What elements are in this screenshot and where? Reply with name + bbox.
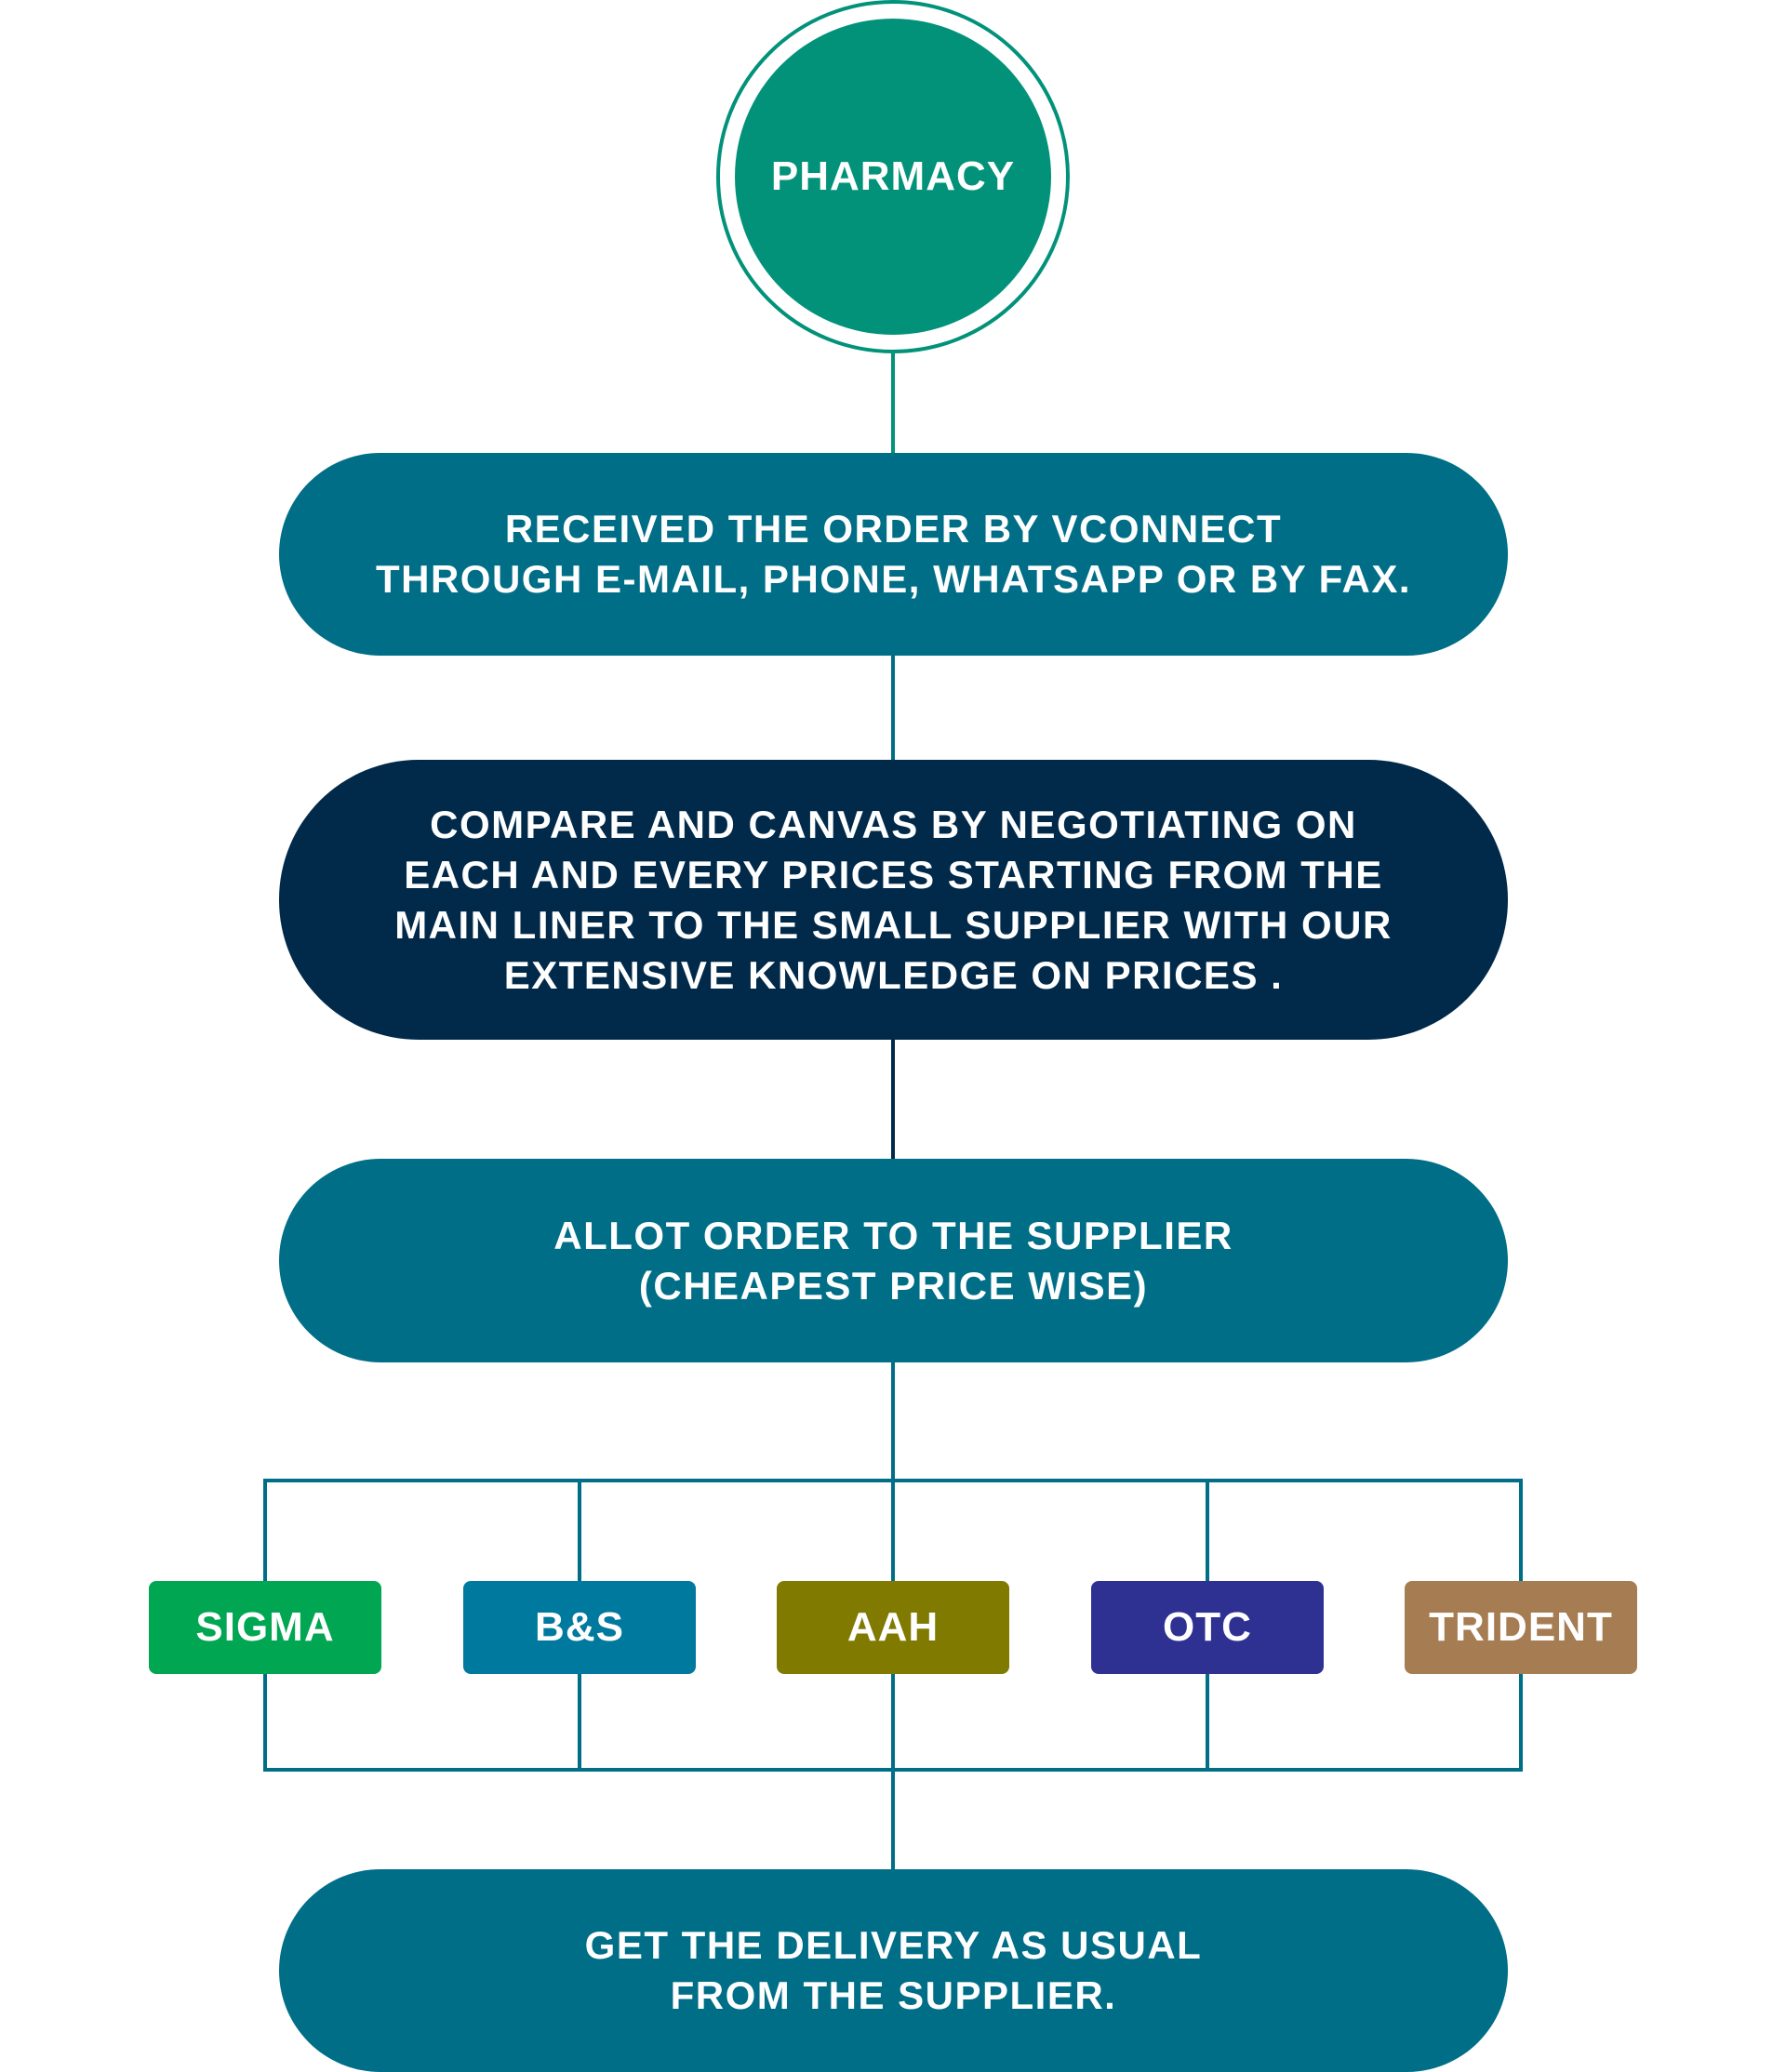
step-compare-canvas-text: COMPARE AND CANVAS BY NEGOTIATING ON EAC… [394, 802, 1393, 997]
supplier-trident-label: TRIDENT [1429, 1604, 1613, 1650]
step-receive-order: RECEIVED THE ORDER BY VCONNECT THROUGH E… [279, 453, 1508, 656]
supplier-aah-label: AAH [846, 1604, 940, 1650]
step-get-delivery-text: GET THE DELIVERY AS USUAL FROM THE SUPPL… [584, 1923, 1203, 2017]
step-allot-order: ALLOT ORDER TO THE SUPPLIER (CHEAPEST PR… [279, 1159, 1508, 1362]
supplier-sigma-label: SIGMA [195, 1604, 335, 1650]
supplier-bs-label: B&S [535, 1604, 624, 1650]
supplier-aah: AAH [777, 1581, 1009, 1674]
step-allot-order-text: ALLOT ORDER TO THE SUPPLIER (CHEAPEST PR… [553, 1213, 1233, 1308]
step-compare-canvas: COMPARE AND CANVAS BY NEGOTIATING ON EAC… [279, 760, 1508, 1040]
supplier-otc-label: OTC [1163, 1604, 1252, 1650]
pharmacy-label: PHARMACY [770, 153, 1016, 199]
step-receive-order-text: RECEIVED THE ORDER BY VCONNECT THROUGH E… [375, 507, 1412, 601]
supplier-otc: OTC [1091, 1581, 1324, 1674]
pharmacy-node: PHARMACY [735, 19, 1051, 335]
supplier-sigma: SIGMA [149, 1581, 381, 1674]
step-get-delivery: GET THE DELIVERY AS USUAL FROM THE SUPPL… [279, 1869, 1508, 2072]
supplier-trident: TRIDENT [1405, 1581, 1637, 1674]
supplier-bs: B&S [463, 1581, 696, 1674]
